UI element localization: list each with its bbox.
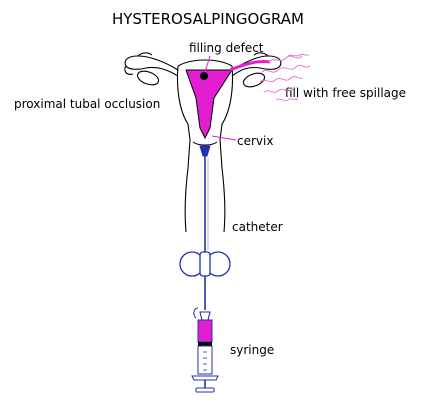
right-fallopian-tube [231, 55, 282, 77]
filling-defect-pointer [204, 55, 211, 73]
label-proximal-tubal-occlusion: proximal tubal occlusion [14, 97, 160, 111]
contrast-right-tube [229, 60, 271, 72]
filling-defect-marker [200, 72, 208, 80]
label-syringe: syringe [230, 343, 274, 357]
free-spillage [259, 53, 311, 101]
label-cervix: cervix [237, 134, 273, 148]
syringe [191, 307, 219, 393]
cervix-pointer [211, 135, 237, 141]
label-filling-defect: filling defect [189, 41, 264, 55]
diagram-title: HYSTEROSALPINGOGRAM [112, 10, 304, 28]
catheter-tip [199, 145, 211, 157]
contrast-uterine-cavity [185, 69, 233, 140]
vaginal-wall-right [221, 167, 226, 233]
label-fill-with-free-spillage: fill with free spillage [285, 86, 406, 100]
right-ovary [242, 72, 266, 88]
syringe-barrel [197, 345, 213, 375]
left-ovary [136, 70, 160, 86]
syringe-plunger-seal [198, 342, 212, 346]
label-catheter: catheter [232, 220, 283, 234]
syringe-plunger-thumb [195, 387, 215, 393]
uterine-body [176, 59, 234, 169]
syringe-barrel-contrast [197, 319, 213, 343]
uterus [124, 52, 282, 233]
vaginal-wall-left [184, 167, 189, 233]
catheter-balloon [179, 251, 231, 277]
